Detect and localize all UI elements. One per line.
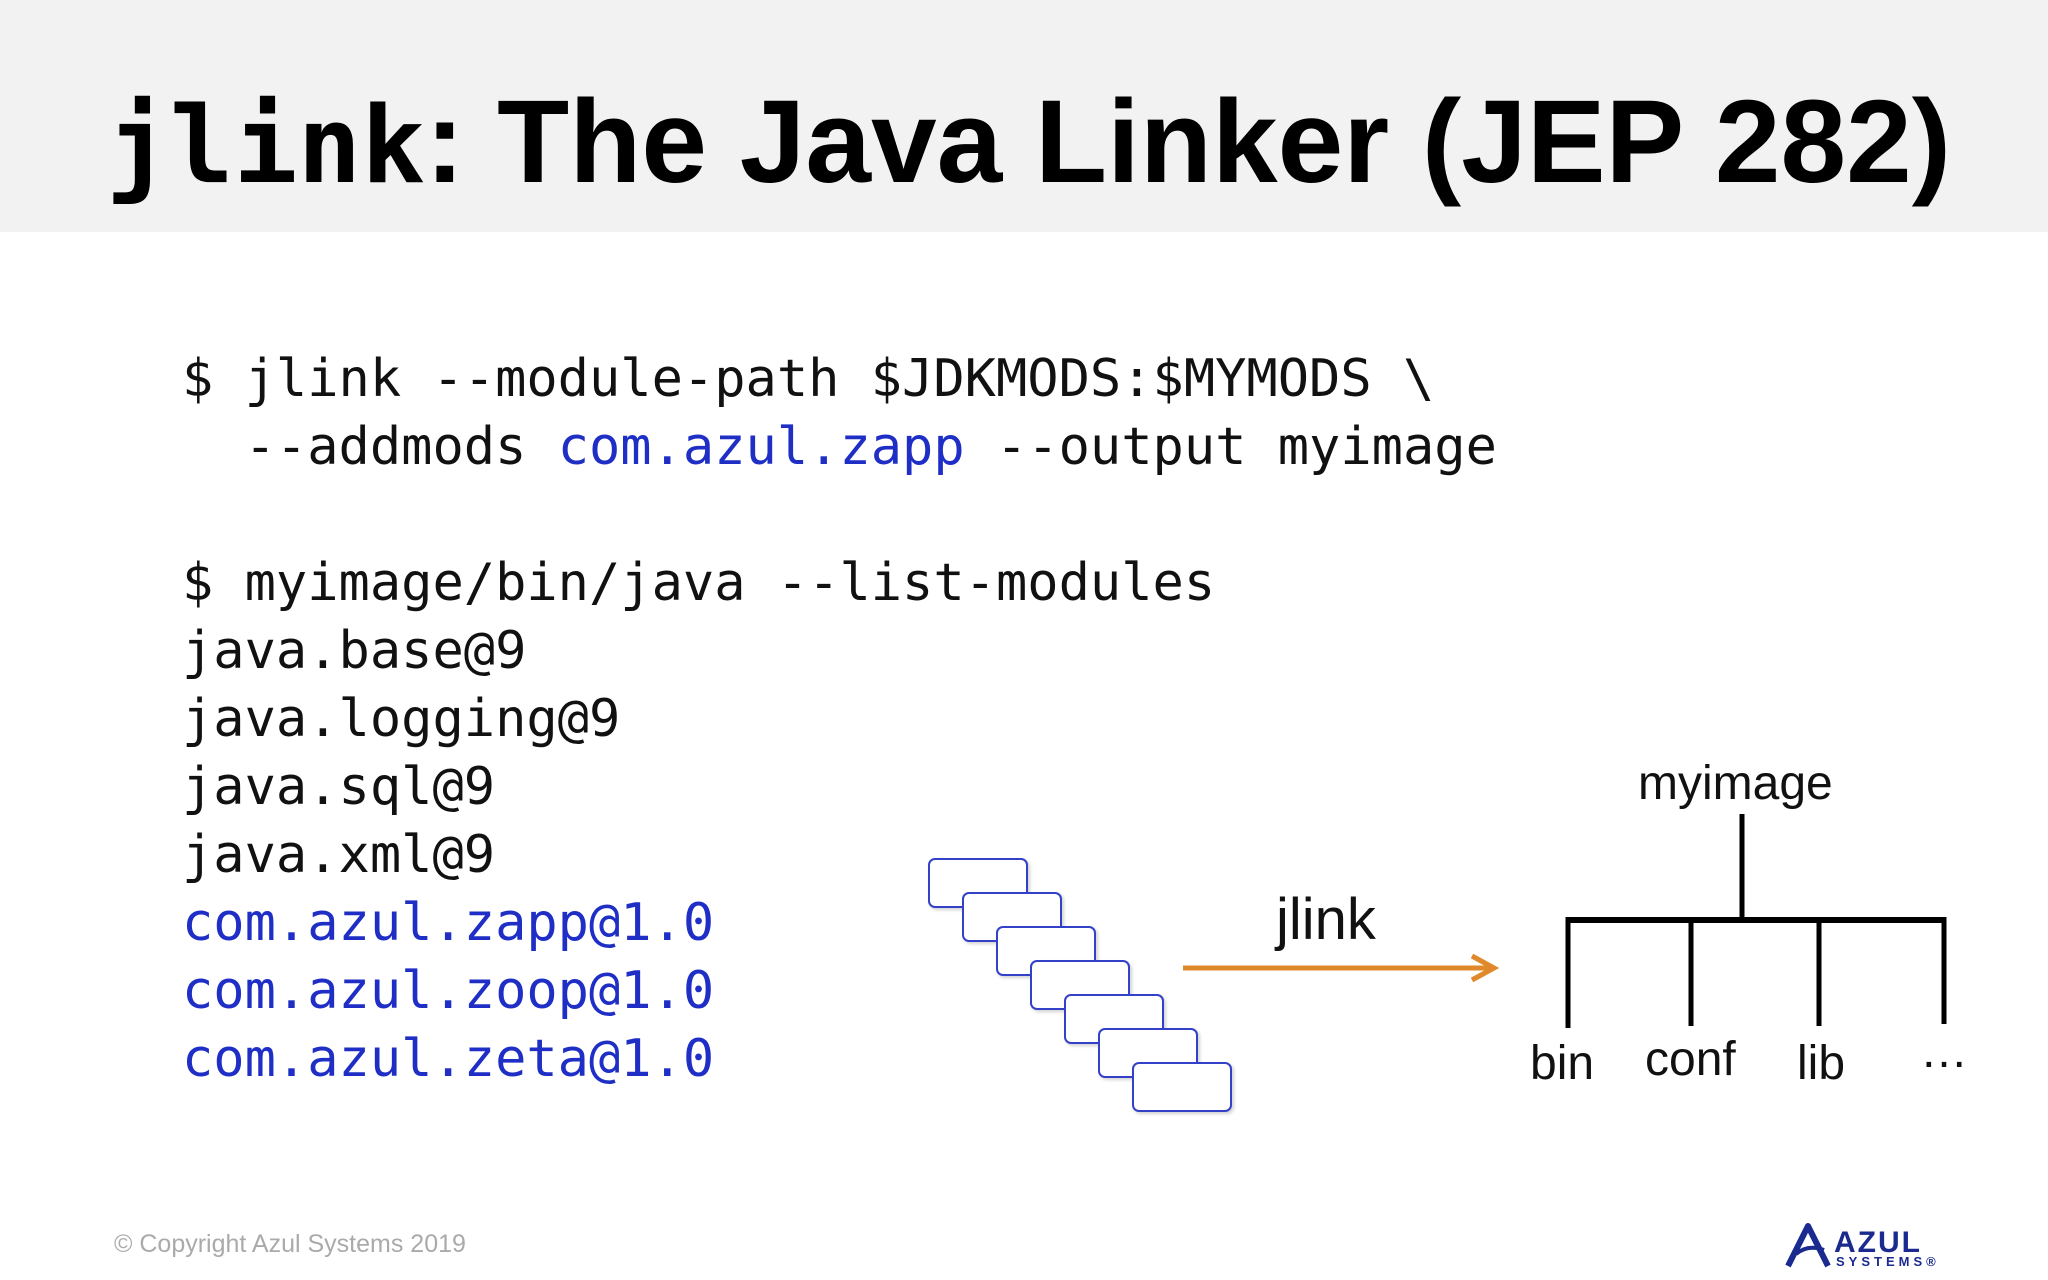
module-item: java.base@9 (182, 621, 527, 681)
app-module-item: com.azul.zapp@1.0 (182, 893, 715, 953)
tree-root-label: myimage (1638, 757, 1833, 810)
copyright-text: © Copyright Azul Systems 2019 (114, 1230, 466, 1258)
title-command: jlink (106, 84, 426, 207)
azul-logo: AZUL SYSTEMS® (1784, 1222, 1984, 1269)
addmods-prefix: --addmods (182, 417, 558, 477)
registered-mark: ® (1926, 1254, 1936, 1269)
title-text: : The Java Linker (JEP 282) (425, 76, 1952, 208)
arrow-label: jlink (1276, 887, 1376, 952)
command-line-list-modules: $ myimage/bin/java --list-modules (182, 553, 1216, 613)
addmods-module: com.azul.zapp (557, 417, 965, 477)
logo-word: AZUL (1834, 1226, 1922, 1259)
tree-child-label: lib (1797, 1037, 1846, 1090)
directory-tree-lines (1565, 814, 1947, 1028)
tree-child-label: … (1920, 1025, 1968, 1078)
module-item: java.sql@9 (182, 757, 496, 817)
module-item: java.logging@9 (182, 689, 621, 749)
command-line-jlink: $ jlink --module-path $JDKMODS:$MYMODS \ (182, 349, 1435, 409)
azul-logo-icon (1785, 1223, 1831, 1268)
module-item: java.xml@9 (182, 825, 496, 885)
tree-child-label: conf (1645, 1033, 1736, 1086)
jlink-arrow (1183, 953, 1500, 983)
title-bar (0, 0, 2048, 232)
app-module-item: com.azul.zeta@1.0 (182, 1029, 715, 1089)
app-module-item: com.azul.zoop@1.0 (182, 961, 715, 1021)
slide-title: jlink: The Java Linker (JEP 282) (106, 72, 1951, 212)
module-box (1132, 1062, 1232, 1112)
logo-subtitle-text: SYSTEMS (1836, 1254, 1927, 1269)
logo-subtitle: SYSTEMS® (1836, 1254, 1936, 1269)
tree-child-label: bin (1530, 1037, 1595, 1090)
addmods-suffix: --output myimage (964, 417, 1497, 477)
command-line-addmods: --addmods com.azul.zapp --output myimage (182, 413, 1582, 481)
